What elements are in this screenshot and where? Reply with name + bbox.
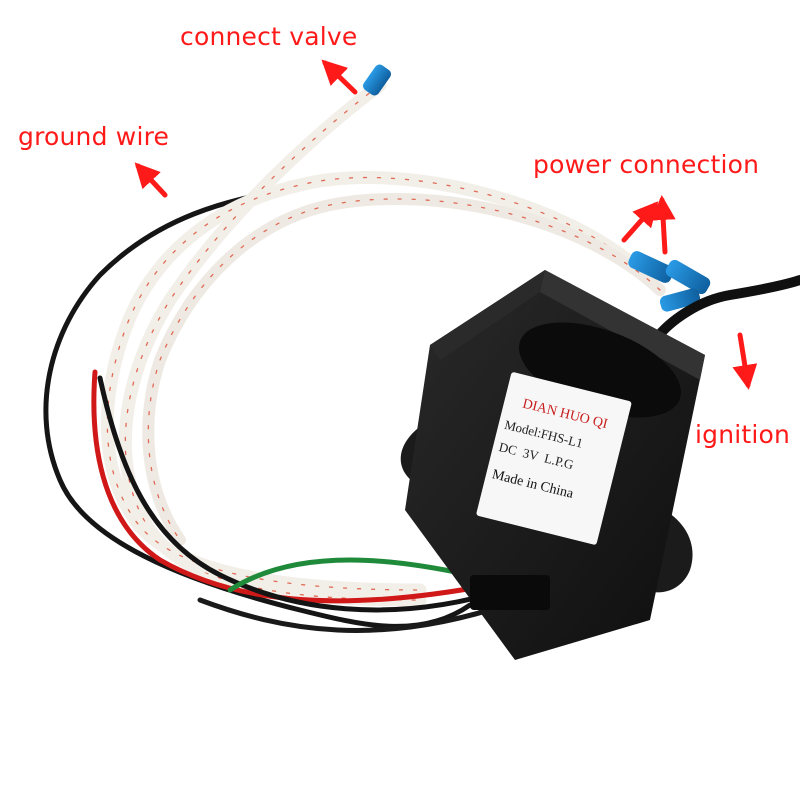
arrow-ground-wire	[134, 162, 168, 198]
ground-wire	[43, 187, 473, 629]
arrow-ignition	[732, 332, 758, 390]
arrow-connect-valve	[321, 59, 358, 95]
ignition-cable	[650, 275, 800, 345]
arrow-power-right	[650, 195, 676, 255]
arrow-power-left	[621, 201, 659, 243]
power-terminals	[628, 251, 711, 312]
callout-ground-wire: ground wire	[18, 122, 170, 151]
callout-power-connection: power connection	[533, 150, 760, 179]
device-label: DIAN HUO QI Model:FHS-L1 DC 3V L.P.G Mad…	[476, 372, 632, 545]
valve-terminal	[362, 64, 392, 96]
colored-leads	[91, 369, 538, 633]
white-wires	[100, 78, 666, 607]
callout-connect-valve: connect valve	[180, 22, 358, 51]
callout-arrows	[134, 59, 758, 390]
callout-ignition: ignition	[695, 420, 791, 449]
